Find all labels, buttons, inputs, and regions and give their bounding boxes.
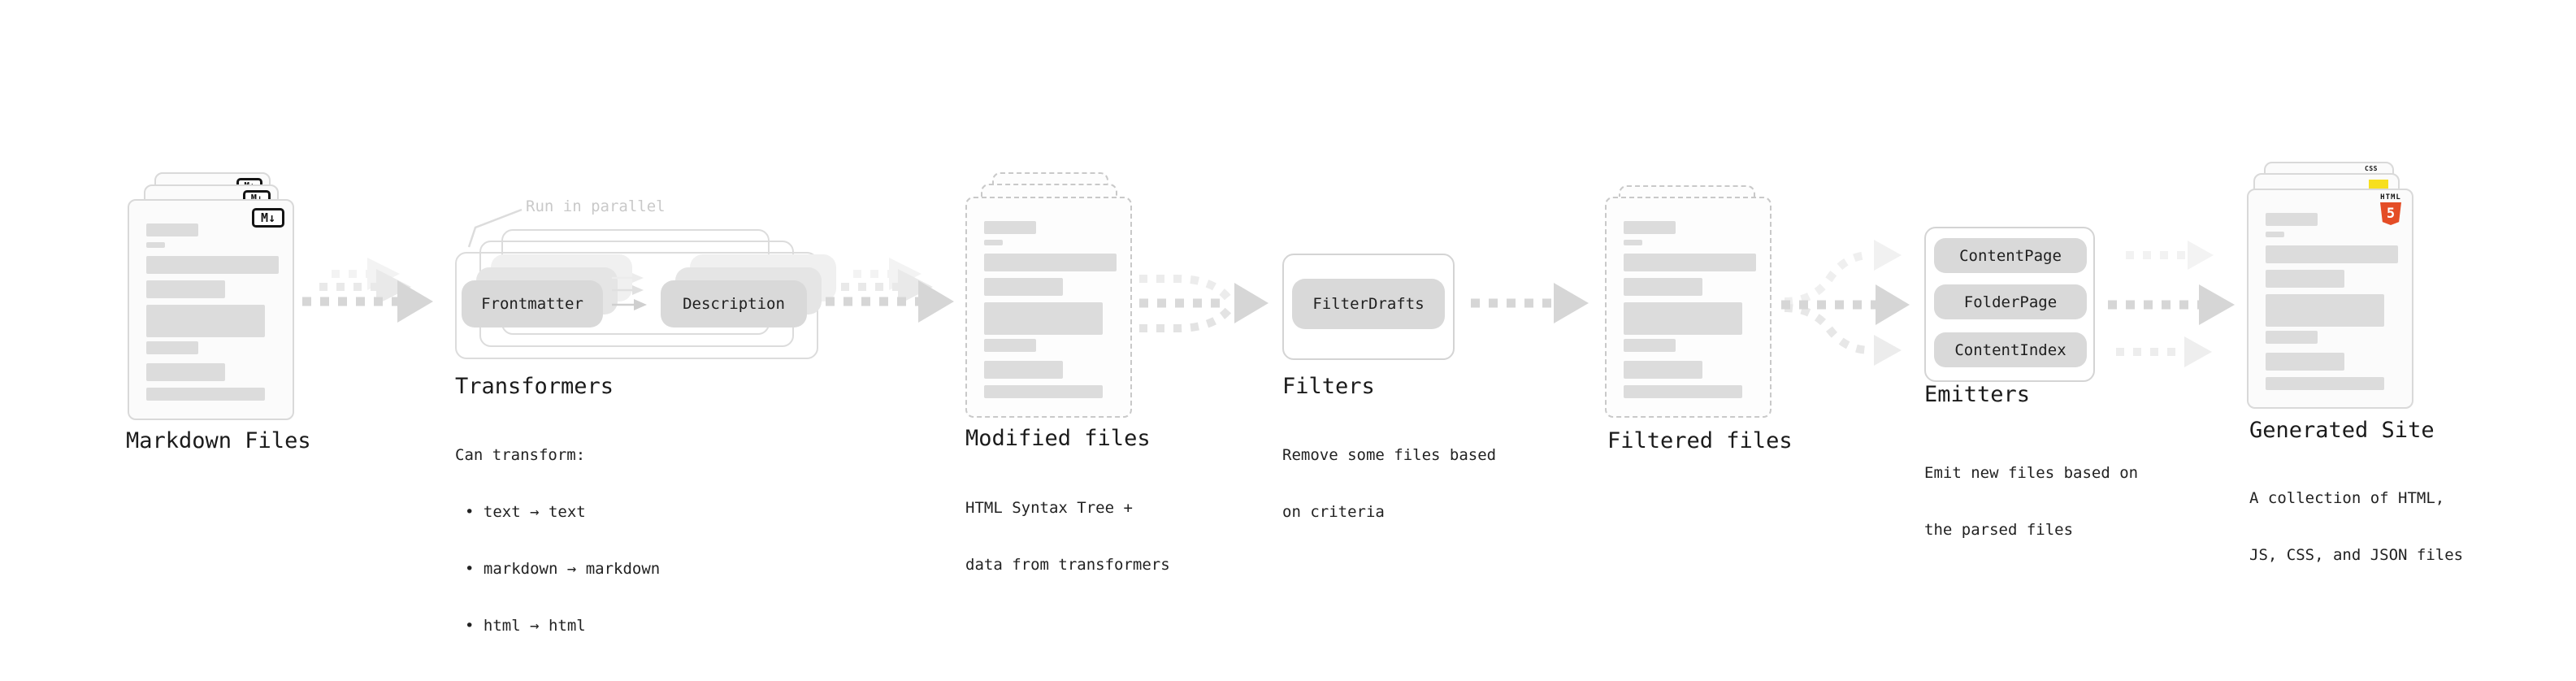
- text-line-bar: [146, 388, 265, 401]
- text-line-bar: [146, 280, 225, 298]
- text-line-bar: [984, 361, 1063, 379]
- text-line-bar: [2266, 377, 2384, 390]
- arrow-transformers-to-modified: [826, 258, 954, 323]
- text-line-bar: [1624, 254, 1756, 271]
- text-line-bar: [146, 223, 198, 236]
- arrow-filtered-to-emitters-fork: [1781, 240, 1910, 366]
- emitters-description: Emit new files based on the parsed files: [1924, 464, 2139, 539]
- text-line-bar: [984, 221, 1036, 234]
- transformer-step-frontmatter: Frontmatter: [462, 280, 603, 327]
- emitter-step-contentpage: ContentPage: [1934, 238, 2087, 273]
- emitters-title: Emitters: [1924, 382, 2031, 407]
- run-in-parallel-annotation: Run in parallel: [526, 197, 666, 215]
- markdown-files-title: Markdown Files: [126, 428, 311, 453]
- transform-bullet: • html → html: [465, 617, 586, 635]
- emitter-step-folderpage: FolderPage: [1934, 284, 2087, 319]
- transformers-title: Transformers: [455, 374, 614, 399]
- text-line-bar: [2266, 294, 2384, 327]
- text-line-bar: [146, 242, 165, 248]
- html5-icon: HTML 5: [2378, 193, 2404, 225]
- modified-file-card-front: [965, 197, 1132, 418]
- text-line-bar: [984, 240, 1003, 245]
- text-line-bar: [1624, 240, 1642, 245]
- generated-site-description: A collection of HTML, JS, CSS, and JSON …: [2249, 489, 2464, 564]
- arrow-modified-to-filters-merge: [1139, 275, 1268, 332]
- text-line-bar: [984, 385, 1103, 398]
- generated-site-title: Generated Site: [2249, 418, 2435, 443]
- filter-step-filterdrafts: FilterDrafts: [1292, 279, 1445, 329]
- filters-title: Filters: [1282, 374, 1375, 399]
- text-line-bar: [2266, 331, 2318, 344]
- text-line-bar: [2266, 232, 2284, 237]
- arrow-emitters-to-site: [2108, 241, 2235, 367]
- markdown-file-card-front: M↓: [128, 199, 294, 420]
- transform-bullet: • markdown → markdown: [465, 560, 661, 578]
- transformer-step-description: Description: [661, 280, 807, 327]
- markdown-icon: M↓: [252, 208, 284, 228]
- text-line-bar: [984, 302, 1103, 335]
- site-card-html: HTML 5: [2247, 189, 2413, 409]
- filters-description: Remove some files based on criteria: [1282, 446, 1497, 521]
- text-line-bar: [1624, 361, 1702, 379]
- text-line-bar: [1624, 385, 1742, 398]
- text-line-bar: [984, 278, 1063, 296]
- arrow-filters-to-filtered: [1471, 283, 1589, 323]
- text-line-bar: [146, 341, 198, 354]
- emitter-step-contentindex: ContentIndex: [1934, 332, 2087, 367]
- text-line-bar: [2266, 270, 2344, 288]
- text-line-bar: [1624, 221, 1676, 234]
- text-line-bar: [2266, 353, 2344, 371]
- text-line-bar: [1624, 339, 1676, 352]
- arrow-markdown-to-transformers: [302, 258, 433, 323]
- text-line-bar: [2266, 245, 2398, 263]
- text-line-bar: [984, 254, 1117, 271]
- can-transform-heading: Can transform:: [455, 446, 586, 464]
- filtered-file-card-front: [1605, 197, 1772, 418]
- transform-bullet: • text → text: [465, 503, 586, 521]
- text-line-bar: [146, 363, 225, 381]
- modified-files-title: Modified files: [965, 426, 1151, 451]
- text-line-bar: [146, 256, 279, 274]
- transformers-description: Can transform: • text → text • markdown …: [455, 409, 660, 672]
- text-line-bar: [984, 339, 1036, 352]
- text-line-bar: [1624, 278, 1702, 296]
- text-line-bar: [146, 305, 265, 337]
- js-icon: [2369, 180, 2388, 191]
- text-line-bar: [2266, 213, 2318, 226]
- text-line-bar: [1624, 302, 1742, 335]
- modified-files-description: HTML Syntax Tree + data from transformer…: [965, 499, 1170, 574]
- filtered-files-title: Filtered files: [1607, 428, 1793, 453]
